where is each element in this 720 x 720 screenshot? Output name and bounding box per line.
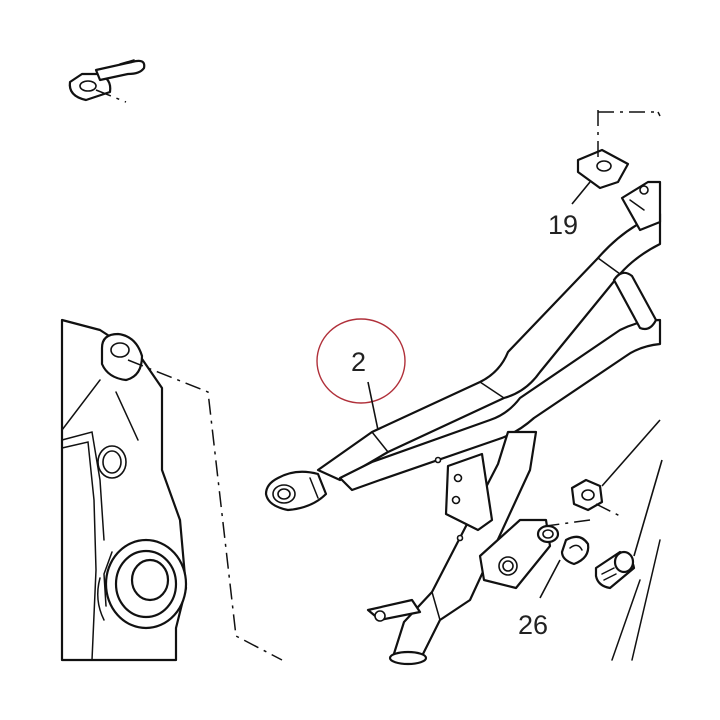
callout-label-26: 26 xyxy=(518,610,548,640)
leader-2 xyxy=(367,381,379,431)
clip-nut-19 xyxy=(571,110,658,205)
rear-mounting-bracket xyxy=(620,180,662,232)
hardware-cluster-26 xyxy=(536,419,663,599)
callout-label-2: 2 xyxy=(351,347,366,377)
callout-label-19: 19 xyxy=(548,210,578,240)
subframe-tubes xyxy=(316,212,662,666)
rod-end-eyelet xyxy=(264,470,328,512)
centerline-right xyxy=(657,111,661,117)
right-edge-outline xyxy=(611,579,641,661)
swingarm-side-plate xyxy=(60,318,188,662)
small-bracket-top-left xyxy=(68,59,146,103)
right-edge-outline-2 xyxy=(631,539,661,661)
highlight-circle xyxy=(316,318,406,404)
centerline-left xyxy=(127,359,283,661)
